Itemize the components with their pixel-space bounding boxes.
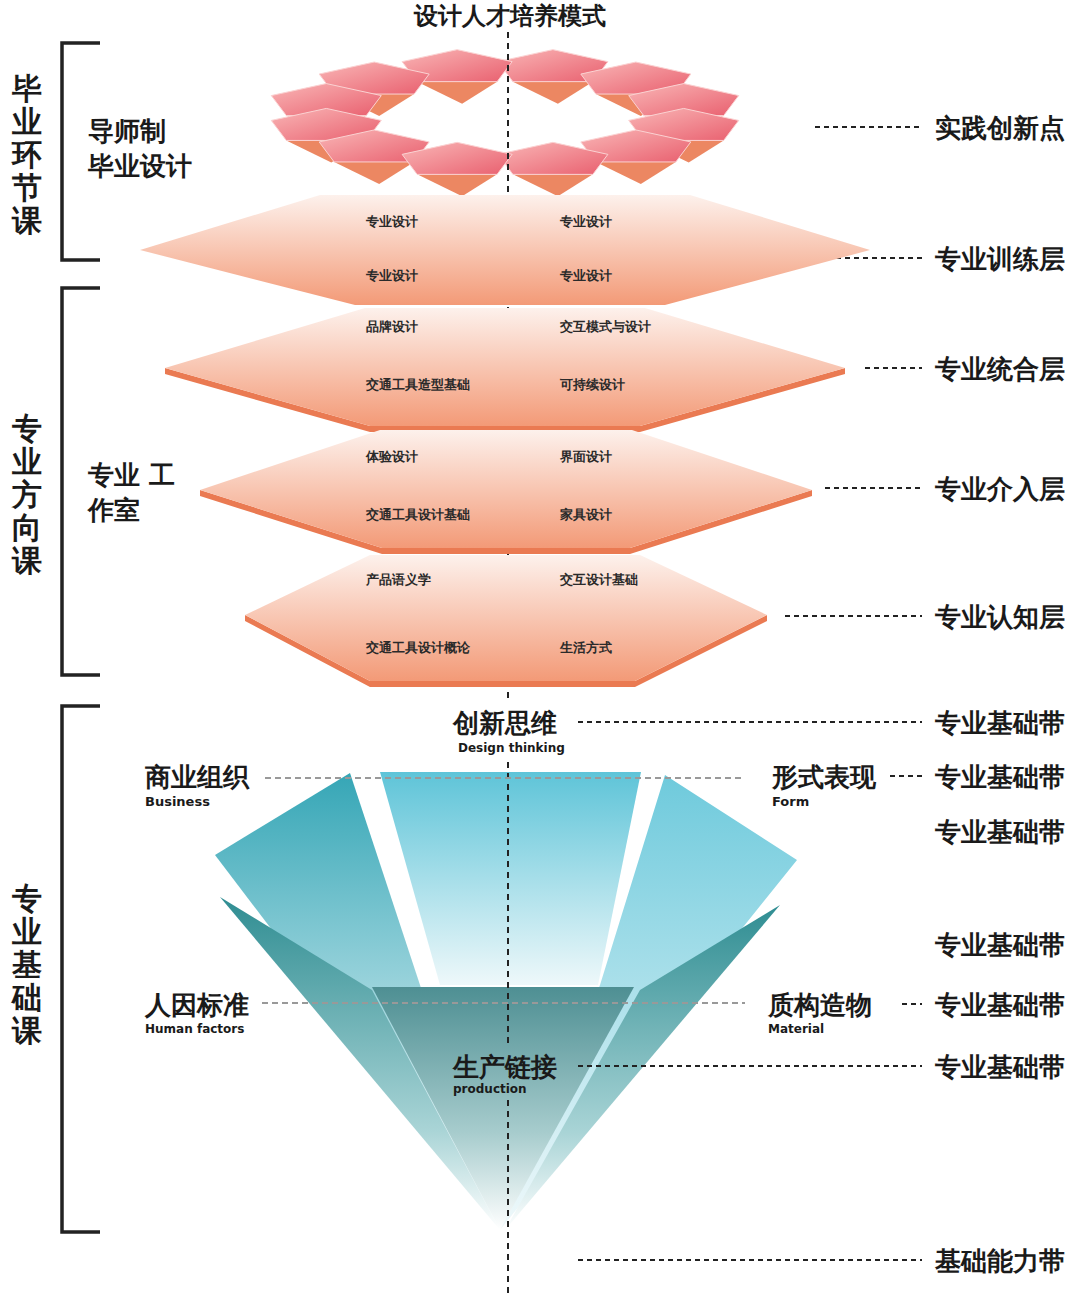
band-name: 基础能力带 bbox=[935, 1244, 1065, 1279]
ability-english: Design thinking bbox=[458, 741, 565, 755]
layer-hexagon: 体验设计 界面设计交通工具设计基础 家具设计 bbox=[200, 430, 812, 556]
course-name: 专业设计 bbox=[366, 213, 418, 231]
layer-name: 专业训练层 bbox=[935, 242, 1065, 277]
hexagon-shape bbox=[200, 430, 812, 558]
hexagon-face bbox=[200, 430, 812, 548]
course-name: 家具设计 bbox=[560, 506, 612, 524]
ability-name: 商业组织 bbox=[145, 760, 249, 795]
course-group: 毕业环节课 bbox=[12, 72, 42, 237]
side-heading: 专业 工作室 bbox=[88, 458, 178, 528]
course-name: 界面设计 bbox=[560, 448, 612, 466]
ability-name: 质构造物 bbox=[768, 988, 872, 1023]
side-heading: 导师制 毕业设计 bbox=[88, 114, 198, 184]
ring-plate bbox=[402, 142, 512, 196]
layer-hexagon: 品牌设计 交互模式与设计交通工具造型基础 可持续设计 bbox=[165, 308, 845, 434]
ability-name: 人因标准 bbox=[145, 988, 249, 1023]
band-name: 专业基础带 bbox=[935, 1050, 1065, 1085]
plate-side bbox=[334, 162, 414, 184]
band-name: 专业基础带 bbox=[935, 760, 1065, 795]
course-name: 产品语义学 bbox=[366, 571, 431, 589]
innovation-ring bbox=[271, 50, 738, 197]
course-name: 体验设计 bbox=[366, 448, 418, 466]
layer-name: 实践创新点 bbox=[935, 111, 1065, 146]
course-name: 专业设计 bbox=[560, 213, 612, 231]
course-name: 可持续设计 bbox=[560, 376, 625, 394]
course-group: 专业方向课 bbox=[12, 412, 42, 577]
band-name: 专业基础带 bbox=[935, 815, 1065, 850]
band-name: 专业基础带 bbox=[935, 988, 1065, 1023]
layer-hexagon: 产品语义学 交互设计基础交通工具设计概论 生活方式 bbox=[245, 555, 767, 689]
ability-name: 生产链接 bbox=[453, 1050, 557, 1085]
hexagon-face bbox=[165, 308, 845, 426]
course-name: 交通工具造型基础 bbox=[366, 376, 470, 394]
band-name: 专业基础带 bbox=[935, 706, 1065, 741]
course-name: 交互模式与设计 bbox=[560, 318, 651, 336]
layer-name: 专业统合层 bbox=[935, 352, 1065, 387]
plate-side bbox=[417, 82, 497, 104]
plate-side bbox=[417, 174, 497, 196]
course-name: 生活方式 bbox=[560, 639, 612, 657]
funnel bbox=[215, 772, 797, 1230]
course-name: 专业设计 bbox=[560, 267, 612, 285]
band-name: 专业基础带 bbox=[935, 928, 1065, 963]
plate-top bbox=[498, 142, 608, 174]
layer-name: 专业认知层 bbox=[935, 600, 1065, 635]
diagram-title: 设计人才培养模式 bbox=[0, 0, 1020, 32]
plate-side bbox=[513, 82, 593, 104]
course-group: 专业基础课 bbox=[12, 882, 42, 1047]
hexagon-shape bbox=[140, 195, 870, 309]
course-name: 交通工具设计概论 bbox=[366, 639, 470, 657]
brackets bbox=[62, 43, 100, 1232]
course-name: 交通工具设计基础 bbox=[366, 506, 470, 524]
ability-english: production bbox=[453, 1082, 527, 1096]
hexagon-shape bbox=[245, 555, 767, 691]
hexagon-face bbox=[140, 195, 870, 305]
hexagon-face bbox=[245, 555, 767, 681]
plate-top bbox=[402, 142, 512, 174]
layer-name: 专业介入层 bbox=[935, 472, 1065, 507]
ability-english: Form bbox=[772, 794, 809, 809]
ability-english: Business bbox=[145, 794, 210, 809]
ability-english: Material bbox=[768, 1022, 824, 1036]
ability-name: 创新思维 bbox=[453, 706, 557, 741]
ability-english: Human factors bbox=[145, 1022, 244, 1036]
plate-side bbox=[513, 174, 593, 196]
course-name: 品牌设计 bbox=[366, 318, 418, 336]
ability-name: 形式表现 bbox=[772, 760, 876, 795]
layer-hexagon: 专业设计专业设计专业设计专业设计 bbox=[140, 195, 870, 307]
plate-side bbox=[596, 162, 676, 184]
course-name: 专业设计 bbox=[366, 267, 418, 285]
ring-plate bbox=[498, 142, 608, 196]
hexagon-shape bbox=[165, 308, 845, 436]
guide-lines bbox=[262, 778, 745, 1003]
course-name: 交互设计基础 bbox=[560, 571, 638, 589]
